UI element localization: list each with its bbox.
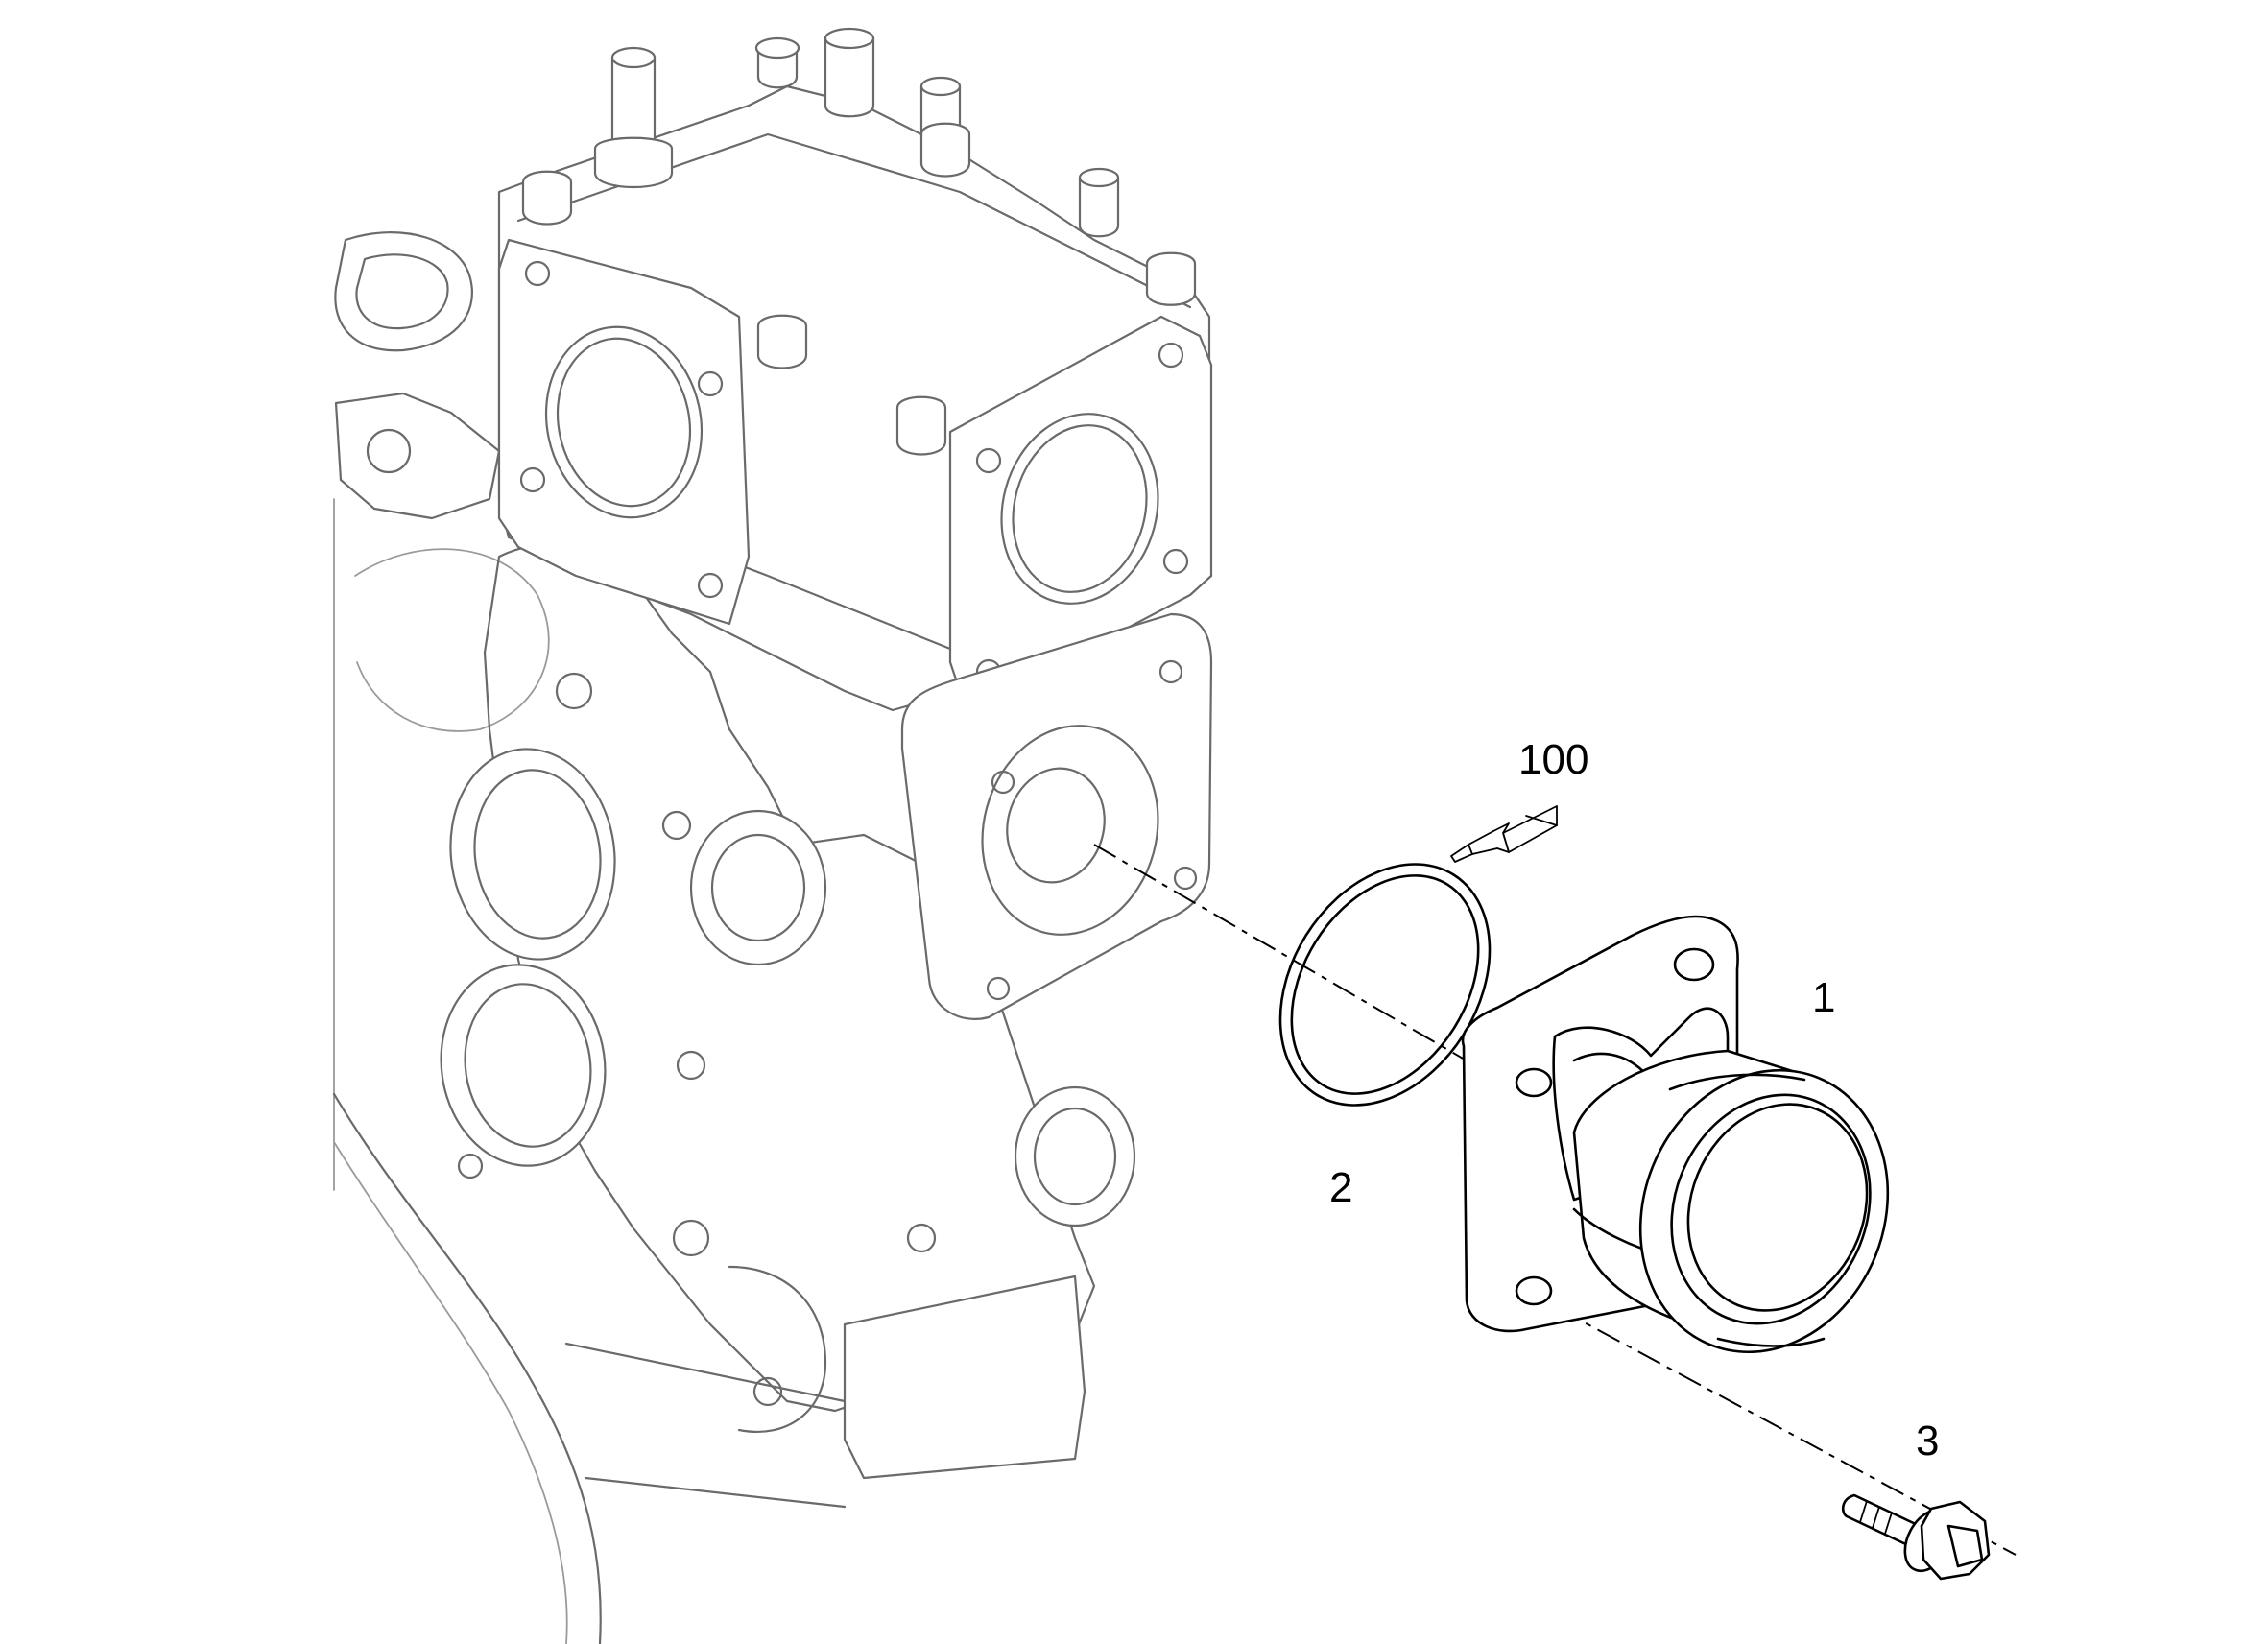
sealant-tube-icon [1450,805,1558,863]
callout-part-1: 1 [1812,974,1836,1021]
flange-bolt-icon [1841,1493,1991,1581]
water-outlet-housing-icon [1461,915,1890,1354]
assembly-axis-outlet [1093,844,1484,1071]
callout-part-2: 2 [1329,1164,1353,1211]
callout-part-3: 3 [1916,1418,1940,1465]
top-bolts [521,27,1197,456]
callout-part-100: 100 [1518,736,1589,783]
engine-block-illustration [332,27,1213,1644]
